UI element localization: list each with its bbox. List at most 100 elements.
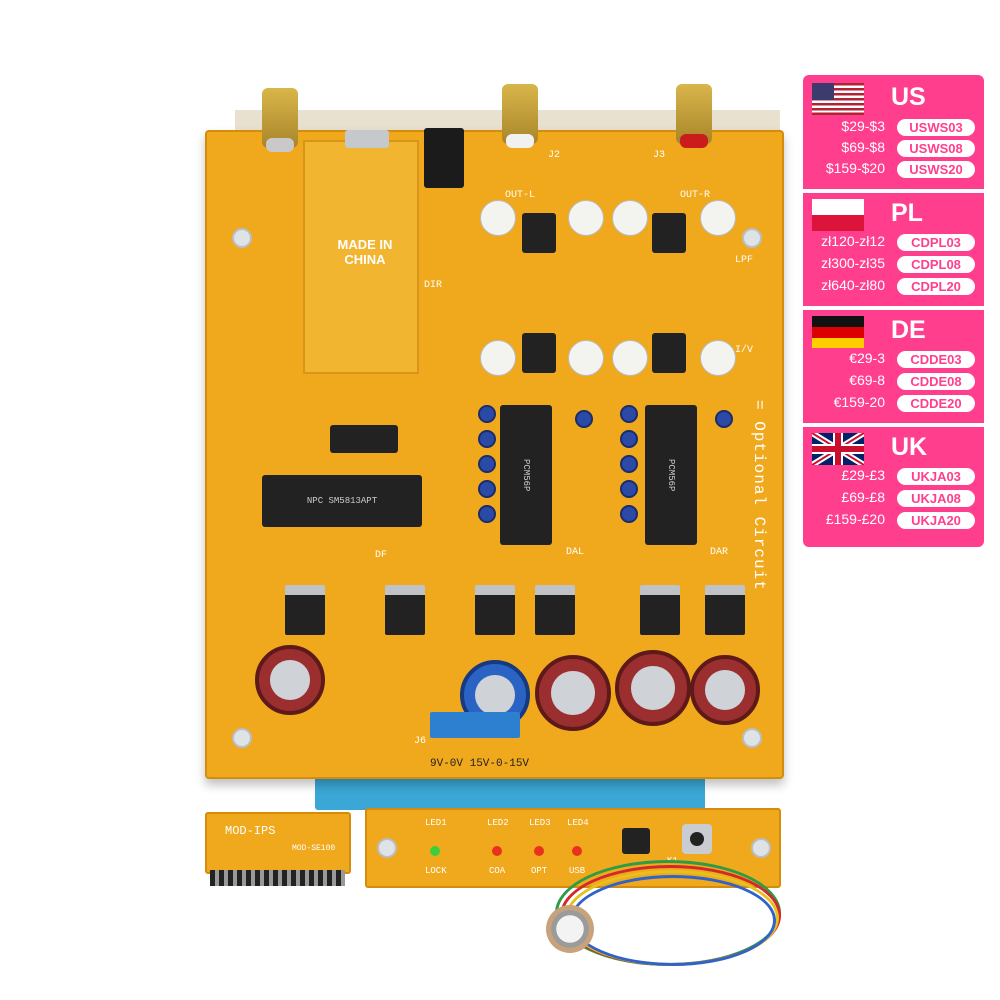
receiver-chip — [330, 425, 398, 453]
silk-label-iv: I/V — [735, 345, 754, 356]
divider — [803, 189, 984, 193]
blue-capacitor — [620, 405, 638, 423]
coupon-code[interactable]: UKJA03 — [897, 468, 975, 485]
price-row: €159-20 CDDE20 — [809, 394, 978, 414]
blue-capacitor — [620, 480, 638, 498]
region-uk: UK £29-£3 UKJA03 £69-£8 UKJA08 £159-£20 … — [809, 429, 978, 541]
price-row: $159-$20 USWS20 — [809, 160, 978, 180]
led4-label: USB — [569, 866, 586, 876]
digital-filter-chip: NPC SM5813APT — [262, 475, 422, 527]
film-capacitor — [700, 200, 736, 236]
coupon-code[interactable]: UKJA20 — [897, 512, 975, 529]
silk-label-out-l: OUT-L — [505, 190, 536, 201]
coupon-code[interactable]: CDPL08 — [897, 256, 975, 273]
region-us: US $29-$3 USWS03 $69-$8 USWS08 $159-$20 … — [809, 79, 978, 191]
film-capacitor — [480, 340, 516, 376]
price-amount: $69-$8 — [841, 139, 885, 155]
divider — [803, 423, 984, 427]
blue-capacitor — [620, 505, 638, 523]
voltage-regulator — [640, 585, 680, 635]
price-amount: £159-£20 — [825, 511, 885, 527]
region-code-us: US — [891, 83, 926, 111]
coa-led — [492, 846, 502, 856]
button-cap[interactable] — [690, 832, 704, 846]
led3-id: LED3 — [529, 818, 551, 828]
price-amount: €159-20 — [833, 394, 885, 410]
silk-label-j2: J2 — [548, 150, 561, 161]
opamp-ic — [652, 213, 686, 253]
germany-flag-icon — [812, 316, 864, 348]
film-capacitor — [612, 200, 648, 236]
blue-capacitor — [478, 455, 496, 473]
electrolytic-capacitor — [690, 655, 760, 725]
us-flag-icon — [812, 83, 864, 115]
mounting-hole — [742, 728, 762, 748]
opamp-ic — [652, 333, 686, 373]
usb-led — [572, 846, 582, 856]
mounting-hole — [232, 228, 252, 248]
coupon-code[interactable]: CDPL03 — [897, 234, 975, 251]
voltage-regulator — [705, 585, 745, 635]
coupon-code[interactable]: CDDE20 — [897, 395, 975, 412]
blue-capacitor — [478, 430, 496, 448]
coupon-code[interactable]: USWS08 — [897, 140, 975, 157]
blue-capacitor — [478, 405, 496, 423]
price-row: £159-£20 UKJA20 — [809, 511, 978, 531]
silk-label-df: DF — [375, 550, 388, 561]
price-row: zł120-zł12 CDPL03 — [809, 233, 978, 253]
price-row: $69-$8 USWS08 — [809, 139, 978, 159]
price-row: zł640-zł80 CDPL20 — [809, 277, 978, 297]
uk-flag-icon — [812, 433, 864, 465]
blue-capacitor — [478, 505, 496, 523]
mounting-hole — [742, 228, 762, 248]
rca-right-output-jack — [676, 84, 712, 148]
blue-capacitor — [620, 455, 638, 473]
electrolytic-capacitor — [615, 650, 691, 726]
price-row: £69-£8 UKJA08 — [809, 489, 978, 509]
ips-module-board: MOD-IPS MOD-SE100 — [205, 812, 351, 874]
usb-module: MADE IN CHINA — [303, 130, 419, 374]
voltage-regulator — [285, 585, 325, 635]
coupon-code[interactable]: USWS03 — [897, 119, 975, 136]
price-amount: $159-$20 — [825, 160, 885, 176]
coupon-panel: US $29-$3 USWS03 $69-$8 USWS08 $159-$20 … — [803, 75, 984, 547]
price-row: £29-£3 UKJA03 — [809, 467, 978, 487]
price-amount: £29-£3 — [841, 467, 885, 483]
price-amount: zł640-zł80 — [821, 277, 885, 293]
rca-left-output-jack — [502, 84, 538, 148]
region-code-de: DE — [891, 316, 926, 344]
coupon-code[interactable]: USWS20 — [897, 161, 975, 178]
price-amount: zł120-zł12 — [821, 233, 885, 249]
price-amount: $29-$3 — [841, 118, 885, 134]
silk-label-j3: J3 — [653, 150, 666, 161]
coupon-code[interactable]: UKJA08 — [897, 490, 975, 507]
led2-label: COA — [489, 866, 506, 876]
film-capacitor — [612, 340, 648, 376]
coupon-code[interactable]: CDPL20 — [897, 278, 975, 295]
input-select-button[interactable] — [682, 824, 712, 854]
silk-label-lpf: LPF — [735, 255, 754, 266]
price-amount: £69-£8 — [841, 489, 885, 505]
blue-capacitor — [478, 480, 496, 498]
led4-id: LED4 — [567, 818, 589, 828]
film-capacitor — [480, 200, 516, 236]
voltage-regulator — [385, 585, 425, 635]
silk-label-dal: DAL — [566, 547, 585, 558]
metal-push-button[interactable] — [546, 905, 594, 953]
film-capacitor — [568, 200, 604, 236]
film-capacitor — [700, 340, 736, 376]
price-row: €29-3 CDDE03 — [809, 350, 978, 370]
mounting-hole — [232, 728, 252, 748]
region-code-pl: PL — [891, 199, 923, 227]
region-pl: PL zł120-zł12 CDPL03 zł300-zł35 CDPL08 z… — [809, 195, 978, 307]
blue-capacitor — [715, 410, 733, 428]
film-capacitor — [568, 340, 604, 376]
coupon-code[interactable]: CDDE03 — [897, 351, 975, 368]
coupon-code[interactable]: CDDE08 — [897, 373, 975, 390]
voltage-regulator — [535, 585, 575, 635]
led1-label: LOCK — [425, 866, 447, 876]
ips-module-label: MOD-IPS — [225, 824, 276, 838]
pin-header — [210, 870, 345, 886]
price-row: €69-8 CDDE08 — [809, 372, 978, 392]
price-amount: zł300-zł35 — [821, 255, 885, 271]
